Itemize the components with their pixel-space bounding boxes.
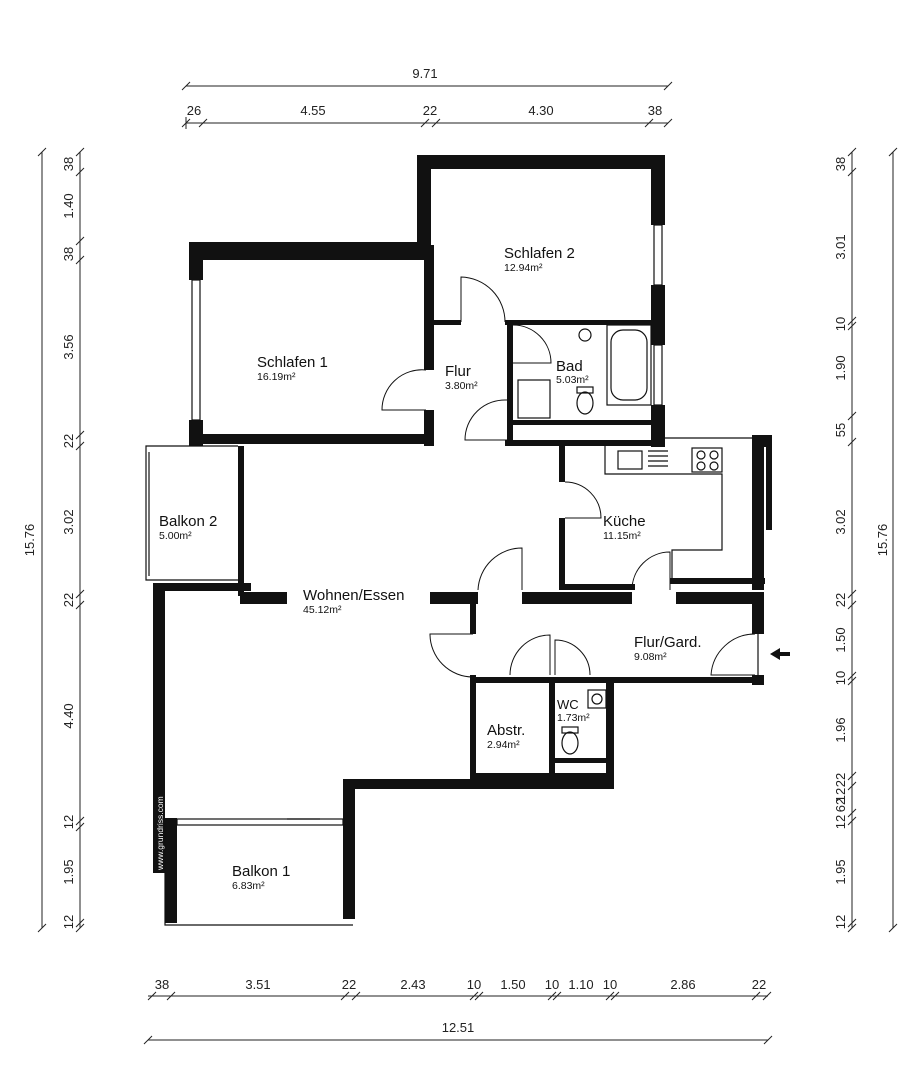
room-area-wohnen: 45.12m² [303,604,342,616]
room-name-schlafen2: Schlafen 2 [504,245,575,262]
doors [381,276,756,678]
right-seg-1: 38 [833,157,848,171]
top-dimensions: 9.71 26 4.55 22 4.30 38 [181,66,673,129]
right-seg-4: 1.90 [833,355,848,380]
right-seg-9: 10 [833,671,848,685]
left-seg-6: 3.02 [61,509,76,534]
room-area-wc: 1.73m² [557,712,590,724]
room-name-kueche: Küche [603,513,646,530]
bottom-seg-2: 3.51 [245,977,270,992]
room-area-balkon2: 5.00m² [159,530,192,542]
room-labels: Schlafen 2 12.94m² Schlafen 1 16.19m² Fl… [159,245,702,892]
room-name-bad: Bad [556,358,583,375]
top-total-label: 9.71 [412,66,437,81]
left-seg-8: 4.40 [61,703,76,728]
right-seg-10: 1.96 [833,717,848,742]
right-seg-12: 12 [833,788,848,802]
left-total-label: 15.76 [22,524,37,557]
top-seg-3: 22 [423,103,437,118]
bottom-seg-4: 2.43 [400,977,425,992]
room-area-kueche: 11.15m² [603,530,641,542]
bottom-seg-1: 38 [155,977,169,992]
top-seg-1: 26 [187,103,201,118]
right-seg-8: 1.50 [833,627,848,652]
room-area-balkon1: 6.83m² [232,880,265,892]
room-name-balkon2: Balkon 2 [159,513,217,530]
right-seg-11: 22 [833,773,848,787]
right-seg-14: 12 [833,815,848,829]
bottom-seg-10: 2.86 [670,977,695,992]
right-seg-2: 3.01 [833,234,848,259]
top-seg-2: 4.55 [300,103,325,118]
right-seg-6: 3.02 [833,509,848,534]
right-total-label: 15.76 [875,524,890,557]
bottom-seg-7: 10 [545,977,559,992]
room-area-abstr: 2.94m² [487,739,520,751]
top-seg-5: 38 [648,103,662,118]
right-seg-15: 1.95 [833,859,848,884]
bottom-seg-3: 22 [342,977,356,992]
left-seg-4: 3.56 [61,334,76,359]
room-name-flurgard: Flur/Gard. [634,634,702,651]
right-seg-3: 10 [833,317,848,331]
left-seg-11: 12 [61,915,76,929]
room-name-schlafen1: Schlafen 1 [257,354,328,371]
room-area-flur: 3.80m² [445,380,478,392]
bottom-total-label: 12.51 [442,1020,475,1035]
right-seg-13: 62 [833,798,848,812]
room-name-wohnen: Wohnen/Essen [303,587,404,604]
bottom-seg-9: 10 [603,977,617,992]
room-name-flur: Flur [445,363,471,380]
left-seg-9: 12 [61,815,76,829]
bottom-dimensions: 38 3.51 22 2.43 10 1.50 10 1.10 10 2.86 … [143,977,773,1045]
room-name-abstr: Abstr. [487,722,525,739]
left-seg-10: 1.95 [61,859,76,884]
room-area-flurgard: 9.08m² [634,651,667,663]
left-seg-5: 22 [61,434,76,448]
room-area-schlafen1: 16.19m² [257,371,296,383]
arrow-left-icon [770,648,790,660]
left-seg-2: 1.40 [61,193,76,218]
bottom-seg-5: 10 [467,977,481,992]
room-name-balkon1: Balkon 1 [232,863,290,880]
watermark-text: www.grundriss.com [155,796,165,871]
right-seg-5: 55 [833,423,848,437]
left-dimensions: 15.76 38 1.40 38 3.56 22 3.02 22 4.40 12… [22,147,85,933]
left-seg-7: 22 [61,593,76,607]
right-seg-7: 22 [833,593,848,607]
left-seg-1: 38 [61,157,76,171]
top-seg-4: 4.30 [528,103,553,118]
bottom-seg-8: 1.10 [568,977,593,992]
room-area-bad: 5.03m² [556,374,589,386]
left-seg-3: 38 [61,247,76,261]
room-area-schlafen2: 12.94m² [504,262,543,274]
bottom-seg-6: 1.50 [500,977,525,992]
thin-lines [145,224,759,926]
right-dimensions: 38 3.01 10 1.90 55 3.02 22 1.50 10 1.96 … [833,147,898,933]
bottom-seg-11: 22 [752,977,766,992]
right-seg-16: 12 [833,915,848,929]
room-name-wc: WC [557,697,579,712]
walls [153,155,772,923]
